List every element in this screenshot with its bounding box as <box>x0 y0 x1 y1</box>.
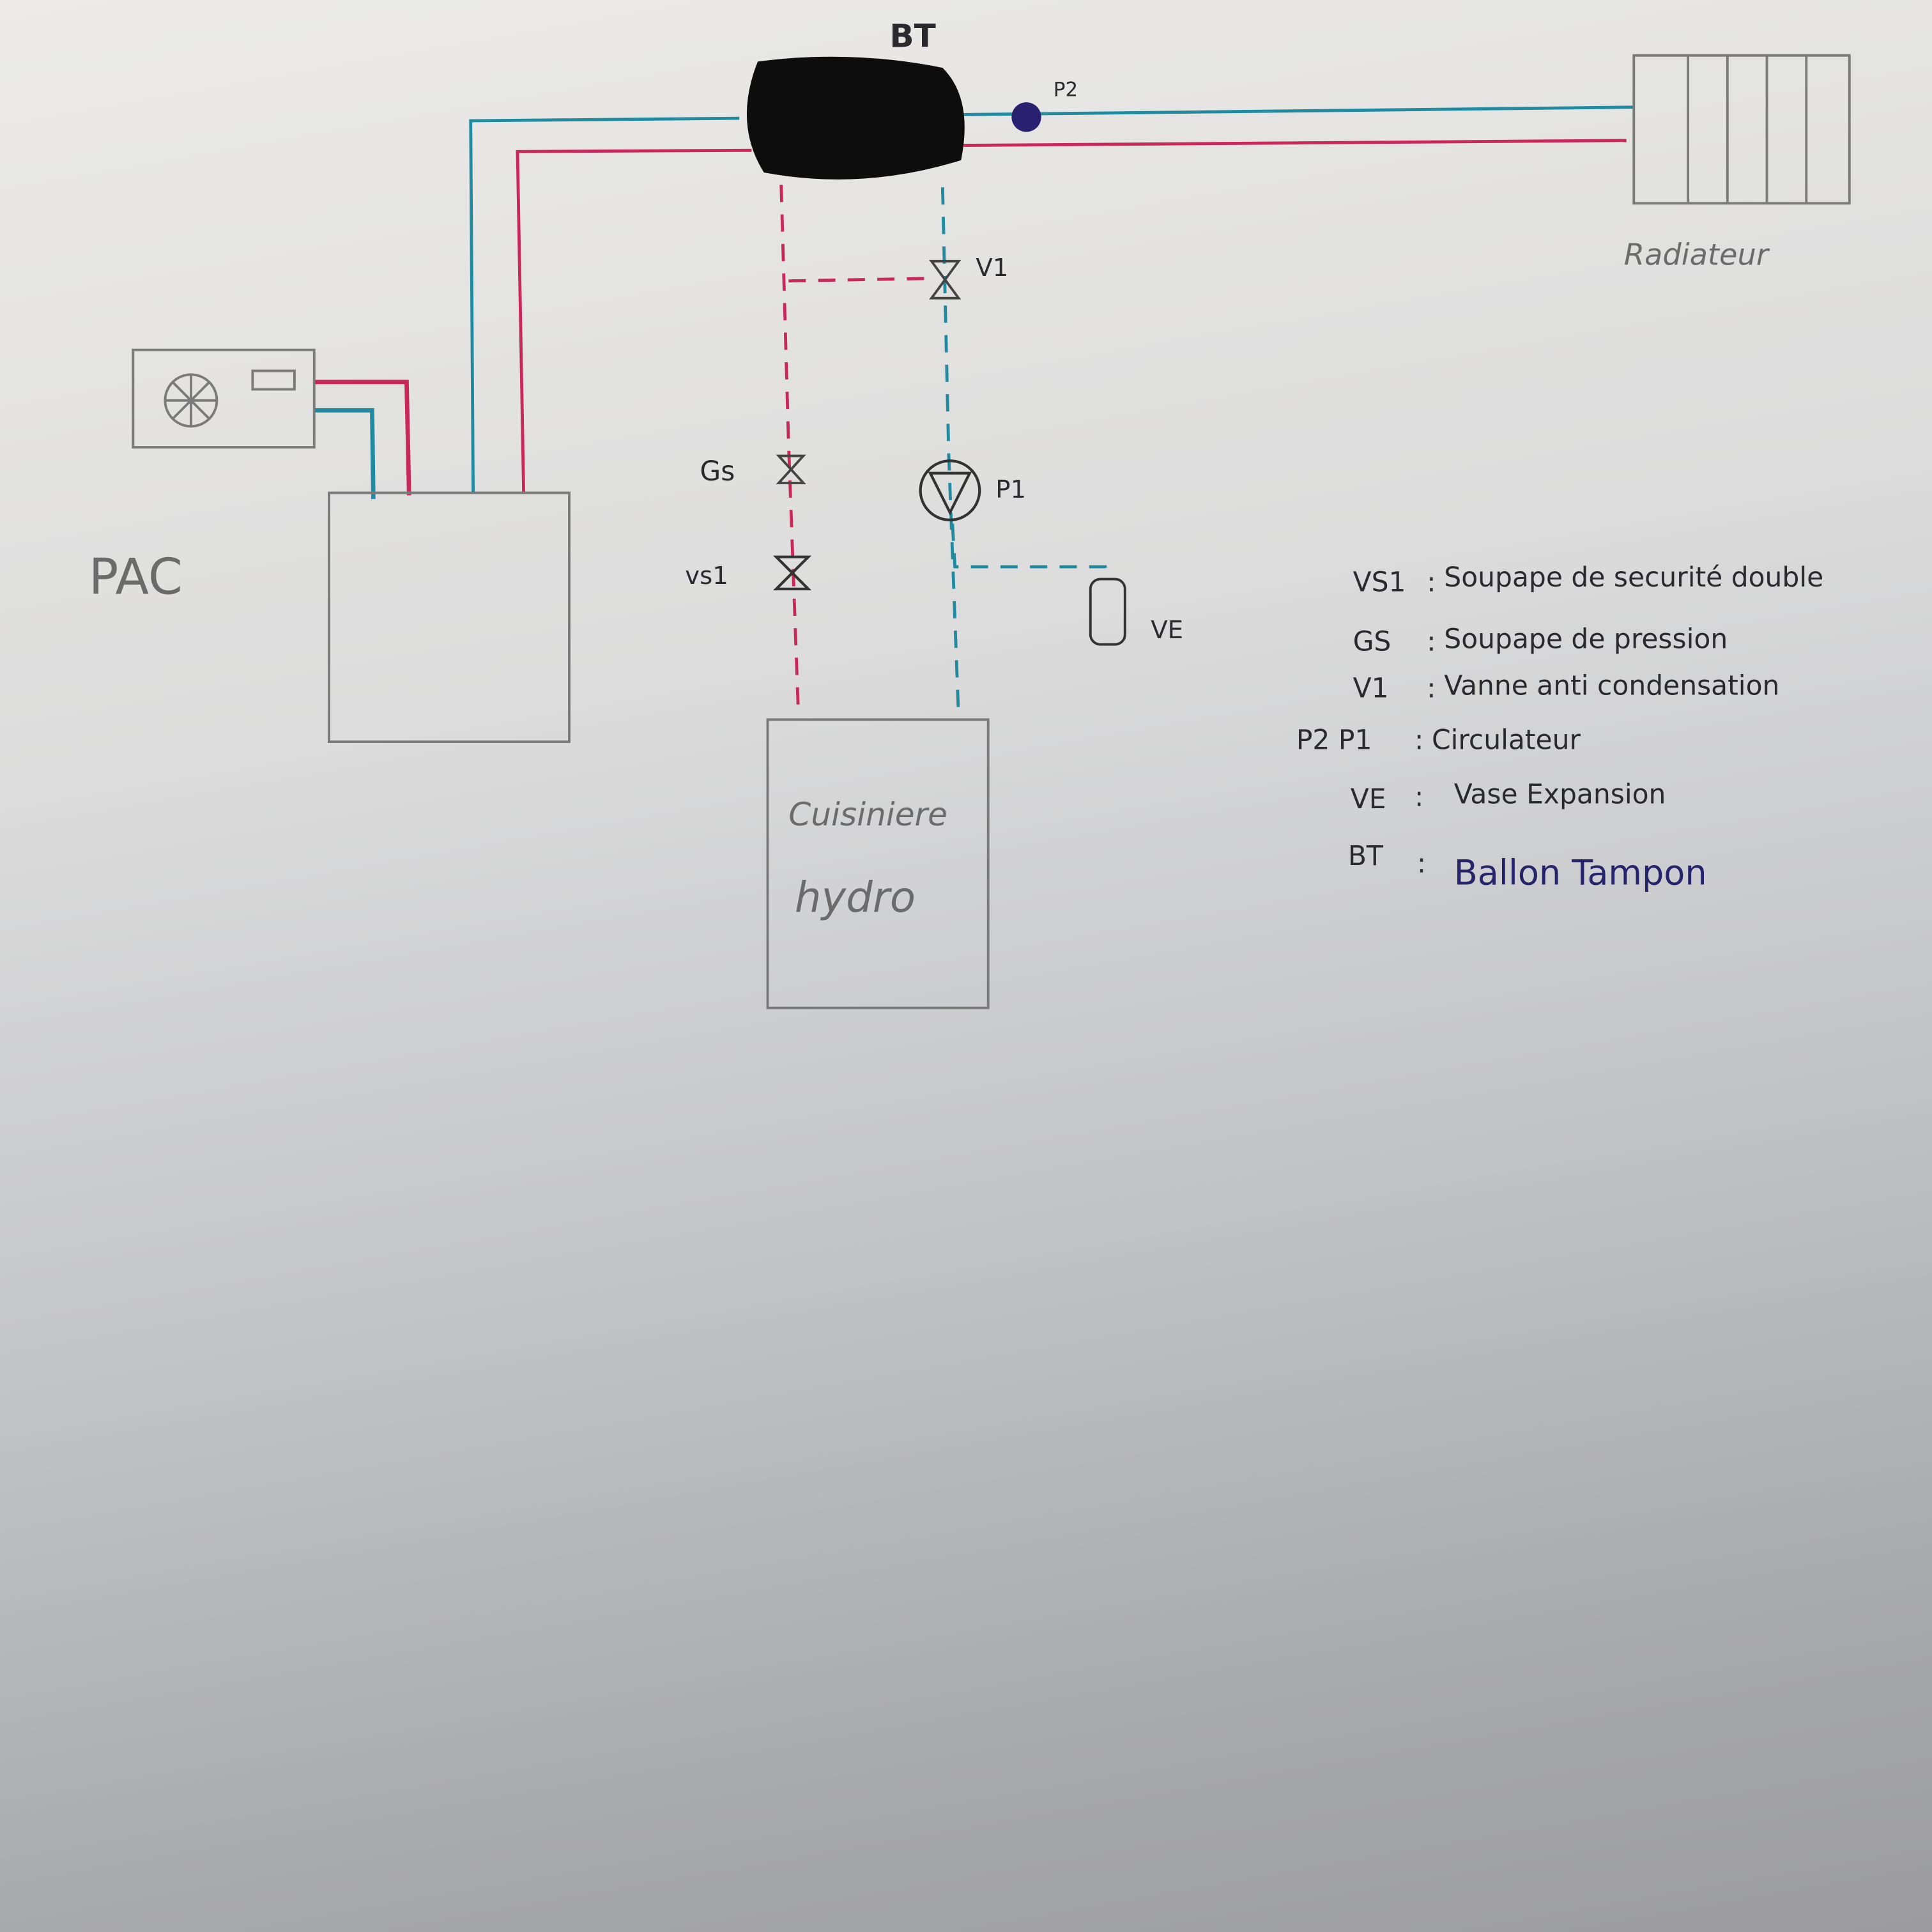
legend-desc: Soupape de securité double <box>1444 562 1823 594</box>
valve-v1-icon <box>929 259 962 300</box>
expansion-vessel-label: VE <box>1151 616 1183 645</box>
buffer-tank: BT <box>746 17 965 180</box>
pressure-valve-label: Gs <box>700 456 735 487</box>
cold-dashed-pipe <box>940 187 960 717</box>
valve-v1-label: V1 <box>976 254 1008 282</box>
buffer-tank-body <box>746 56 965 180</box>
pump-p1-label: P1 <box>995 475 1026 504</box>
legend-desc: Vanne anti condensation <box>1444 671 1779 702</box>
cold-pipe-pac <box>314 408 376 500</box>
legend-code: GS <box>1353 626 1392 657</box>
svg-text::: : <box>1427 626 1436 657</box>
legend-desc: Circulateur <box>1432 725 1581 756</box>
legend-item: GS : Soupape de pression <box>1353 624 1728 657</box>
legend-desc: Ballon Tampon <box>1454 853 1707 893</box>
pump-p2: P2 <box>1011 78 1078 132</box>
heat-pump-label: PAC <box>89 549 183 606</box>
svg-text::: : <box>1427 673 1436 705</box>
expansion-vessel-icon <box>1089 578 1126 646</box>
legend-item: V1 : Vanne anti condensation <box>1353 671 1780 705</box>
legend-code: P2 P1 <box>1296 725 1372 756</box>
pump-p2-icon <box>1011 102 1041 132</box>
hot-dashed-pipe <box>779 185 801 715</box>
pump-p2-label: P2 <box>1054 78 1078 101</box>
radiator <box>1632 54 1851 205</box>
bypass-dashed-pipe <box>788 277 927 283</box>
svg-text::: : <box>1417 848 1426 879</box>
valve-v1 <box>929 259 962 300</box>
legend-item: VE : Vase Expansion <box>1351 779 1666 815</box>
stove-circuit <box>779 185 1108 717</box>
safety-valve-label: vs1 <box>685 562 728 590</box>
legend-item: P2 P1 : Circulateur <box>1296 725 1581 756</box>
legend-desc: Soupape de pression <box>1444 624 1728 655</box>
legend-code: V1 <box>1353 673 1389 705</box>
svg-text::: : <box>1427 567 1436 599</box>
legend-desc: Vase Expansion <box>1454 779 1666 810</box>
heat-pump-indoor-unit <box>328 491 571 743</box>
safety-valve-icon <box>772 555 812 590</box>
buffer-tank-label: BT <box>889 17 935 54</box>
hot-pipe-left <box>516 148 752 493</box>
hot-pipe-pac <box>314 379 411 496</box>
cold-pipe-right <box>963 105 1633 116</box>
legend-item: BT : Ballon Tampon <box>1348 841 1707 893</box>
stove-label-line2: hydro <box>795 873 916 922</box>
expansion-dashed-pipe <box>951 523 1108 579</box>
legend-item: VS1 : Soupape de securité double <box>1353 562 1824 599</box>
radiator-label: Radiateur <box>1624 238 1770 272</box>
cold-pipe-left <box>469 116 740 493</box>
stove-label-line1: Cuisiniere <box>788 795 947 833</box>
hydro-stove <box>766 718 990 1009</box>
legend-code: VE <box>1351 784 1386 815</box>
hot-pipe-right <box>963 139 1627 147</box>
radiator-icon <box>1632 54 1851 205</box>
legend-code: BT <box>1348 841 1384 872</box>
pump-p1-icon <box>919 459 981 521</box>
heat-pump-outdoor-unit <box>132 348 316 448</box>
svg-text::: : <box>1414 781 1423 813</box>
supply-return-pipes <box>314 105 1633 500</box>
legend: VS1 : Soupape de securité double GS : So… <box>1296 562 1823 893</box>
legend-code: VS1 <box>1353 567 1406 599</box>
pressure-valve-icon <box>776 454 806 484</box>
svg-text::: : <box>1414 725 1423 756</box>
